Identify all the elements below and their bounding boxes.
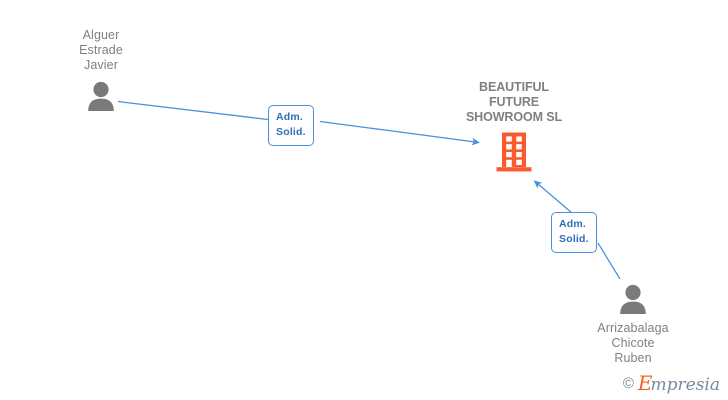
relation-badge-line1: Adm. <box>276 111 304 123</box>
person-avatar-icon <box>88 81 114 111</box>
edge-segment-badge2-to-company <box>533 180 573 214</box>
person-avatar-icon <box>620 284 646 314</box>
node-company-beautiful-future-showroom-sl[interactable]: BEAUTIFUL FUTURE SHOWROOM SL <box>434 80 594 173</box>
person-label: Alguer Estrade Javier <box>79 28 123 72</box>
edge-segment-arrizabalaga-to-badge <box>597 242 621 280</box>
office-building-icon <box>496 132 532 172</box>
brand-name: mpresia <box>650 375 721 395</box>
node-person-alguer-estrade-javier[interactable]: Alguer Estrade Javier <box>21 28 181 112</box>
edge-segment-badge-to-company <box>319 120 480 146</box>
relation-badge-adm-solid-alguer[interactable]: Adm. Solid. <box>268 105 314 146</box>
edge-segment-alguer-to-badge <box>117 100 269 121</box>
person-label: Arrizabalaga Chicote Ruben <box>597 321 669 365</box>
relation-badge-line1: Adm. <box>559 218 587 230</box>
relation-badge-line2: Solid. <box>559 233 589 245</box>
brand-initial: E <box>637 371 653 395</box>
empresia-watermark: © E mpresia <box>623 373 720 394</box>
relation-badge-adm-solid-arrizabalaga[interactable]: Adm. Solid. <box>551 212 597 253</box>
copyright-icon: © <box>622 375 634 392</box>
relation-badge-line2: Solid. <box>276 126 306 138</box>
node-person-arrizabalaga-chicote-ruben[interactable]: Arrizabalaga Chicote Ruben <box>553 283 713 366</box>
company-label: BEAUTIFUL FUTURE SHOWROOM SL <box>465 80 563 124</box>
